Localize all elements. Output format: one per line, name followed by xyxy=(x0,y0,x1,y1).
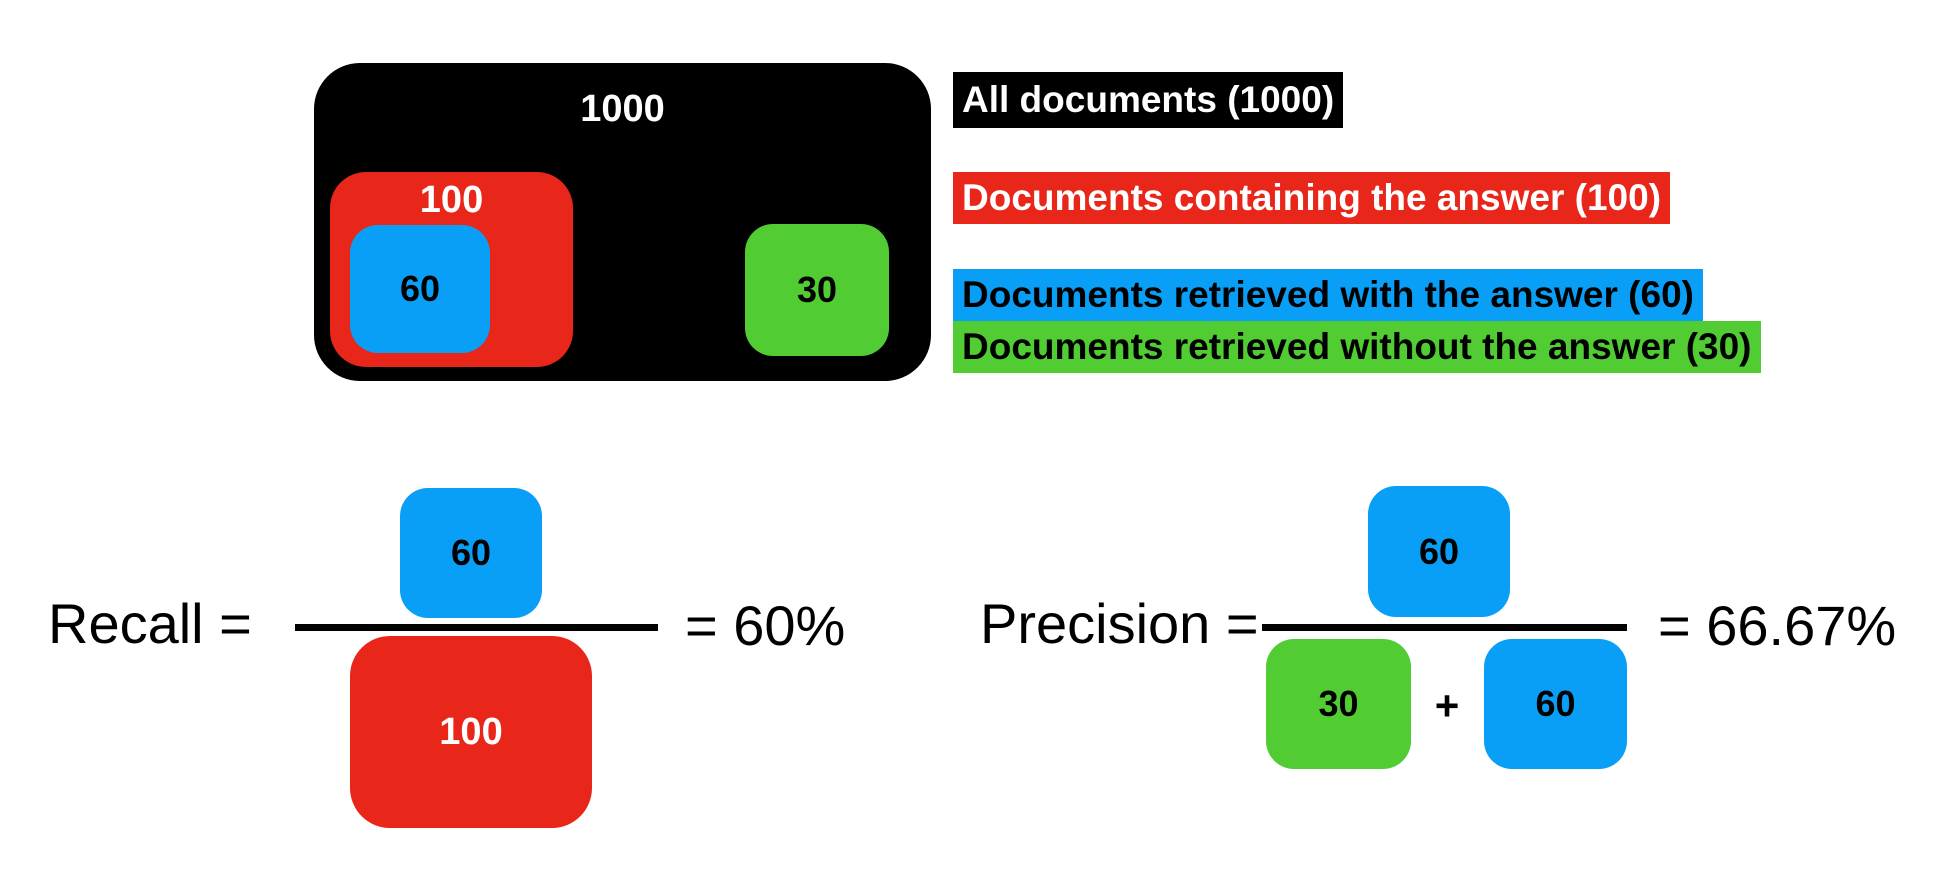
precision-plus-sign: + xyxy=(1434,682,1460,729)
precision-denominator-left-box: 30 xyxy=(1266,639,1411,769)
recall-denominator-box: 100 xyxy=(350,636,592,828)
precision-label: Precision = xyxy=(980,592,1259,655)
recall-fraction-line xyxy=(295,624,658,631)
recall-numerator-box: 60 xyxy=(400,488,542,618)
all-documents-count-label: 1000 xyxy=(580,88,665,130)
recall-result: = 60% xyxy=(685,594,846,657)
documents-containing-answer-count-label: 100 xyxy=(419,179,484,221)
legend-documents-retrieved-without-answer: Documents retrieved without the answer (… xyxy=(953,321,1761,373)
documents-retrieved-without-answer-box: 30 xyxy=(745,224,889,356)
documents-retrieved-with-answer-box: 60 xyxy=(350,225,490,353)
precision-denominator-right-box: 60 xyxy=(1484,639,1627,769)
legend-all-documents: All documents (1000) xyxy=(953,72,1344,128)
recall-label: Recall = xyxy=(48,592,252,655)
legend-documents-containing-answer: Documents containing the answer (100) xyxy=(953,172,1671,224)
precision-result: = 66.67% xyxy=(1658,594,1897,657)
precision-fraction-line xyxy=(1262,624,1627,631)
precision-numerator-box: 60 xyxy=(1368,486,1510,617)
legend-documents-retrieved-with-answer: Documents retrieved with the answer (60) xyxy=(953,269,1703,321)
